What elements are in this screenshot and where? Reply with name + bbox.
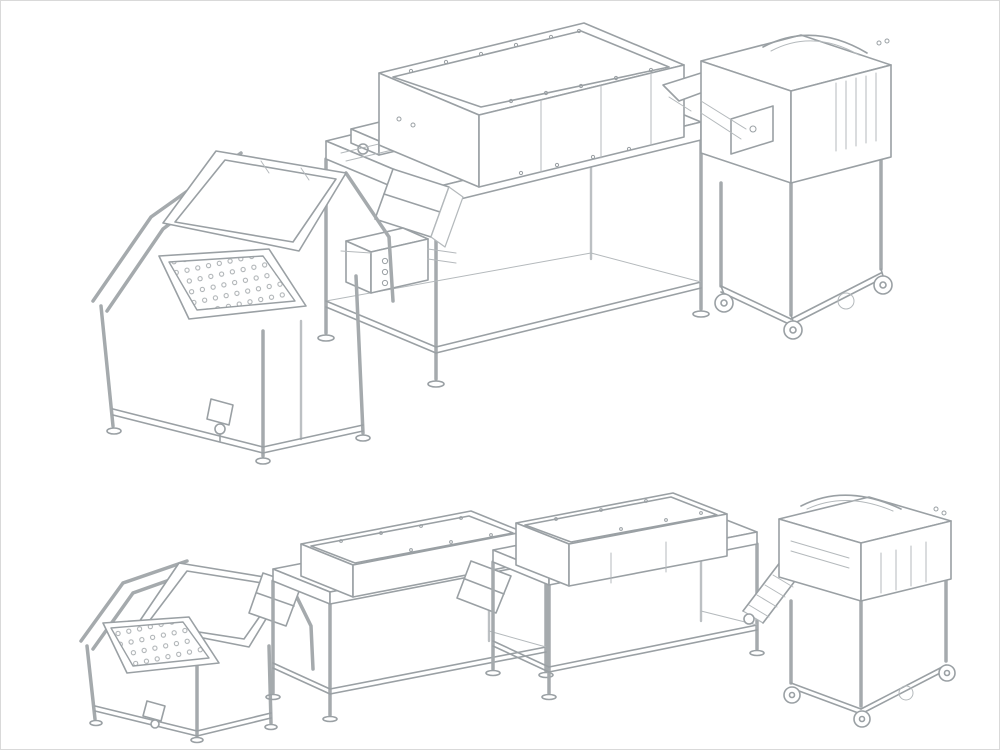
caster-wheel: [714, 285, 734, 313]
caster-wheel: [873, 268, 893, 295]
outfeed-machine: [700, 34, 893, 340]
bottom-assembly: Processing line, extended layout: infeed…: [79, 492, 956, 744]
table-leg: [541, 583, 557, 701]
indicator-dot: [381, 268, 389, 276]
hopper-basket: [102, 616, 220, 674]
caster-wheel: [938, 664, 956, 682]
sorter-head: [378, 22, 685, 188]
side-grille: [880, 541, 927, 594]
infeed-hopper-2: [79, 559, 315, 744]
side-panel-seams: [396, 72, 652, 176]
top-assembly: Processing line, perspective view: infee…: [91, 22, 893, 465]
lid-screws: [554, 499, 703, 531]
discharge-spout: [206, 398, 234, 442]
control-box: [345, 227, 457, 294]
table-leg: [322, 602, 338, 723]
table-leg: [265, 579, 281, 701]
outfeed-body: [778, 494, 952, 602]
table-frame: [485, 520, 765, 701]
caster-wheel: [853, 710, 871, 728]
front-panel: [700, 100, 774, 155]
table-frame: [265, 537, 554, 723]
hopper-leg: [255, 329, 271, 465]
outfeed-machine-2: [742, 494, 956, 728]
machine-box: [300, 510, 524, 598]
perforated-tray: [110, 621, 210, 667]
indicator-dot: [381, 279, 389, 287]
indicator-dot: [381, 257, 389, 265]
hopper-leg: [190, 661, 204, 744]
infeed-hopper: [91, 150, 395, 465]
table-leg: [692, 138, 710, 318]
lid-screws: [339, 516, 493, 552]
caster-wheel: [898, 685, 914, 701]
table-shelf: [325, 252, 702, 354]
lid-screws: [408, 28, 654, 104]
discharge-spout: [142, 700, 166, 729]
end-roller: [743, 613, 755, 625]
hood-arc: [762, 34, 868, 54]
caster-wheel: [783, 314, 803, 340]
hopper-leg: [264, 644, 278, 731]
caster-stand: [714, 155, 893, 340]
caster-cart: [783, 577, 956, 728]
caster-wheel: [837, 292, 855, 310]
hopper-lid: [162, 150, 347, 252]
side-grille: [835, 72, 877, 152]
inspection-table-1: [265, 510, 554, 723]
table-leg: [485, 560, 501, 677]
hopper-basket: [158, 248, 307, 320]
inspection-table-2: [485, 492, 765, 701]
transfer-chute: [374, 168, 464, 248]
hopper-leg: [354, 274, 371, 442]
perforated-tray: [168, 255, 296, 311]
outfeed-body: [700, 34, 892, 184]
machine-box: [515, 492, 728, 587]
caster-wheel: [783, 686, 801, 704]
transfer-chute-3: [456, 560, 512, 614]
lid-panel: [392, 30, 670, 108]
hopper-leg: [85, 644, 103, 727]
hopper-leg: [99, 304, 122, 435]
hood-arc: [800, 494, 902, 510]
